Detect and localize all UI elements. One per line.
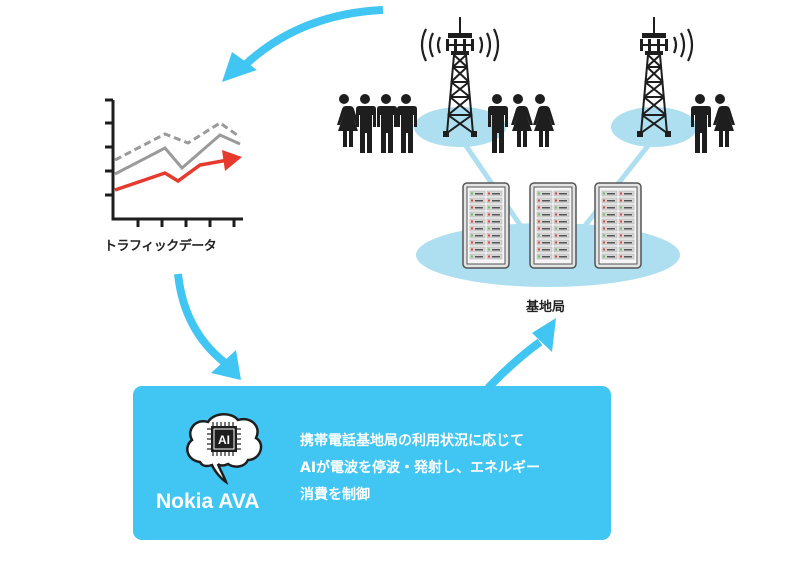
coverage-area xyxy=(414,107,506,147)
people-group xyxy=(691,94,735,153)
person-icon xyxy=(691,94,711,153)
nokia-ava-name: Nokia AVA xyxy=(156,490,260,513)
ava-description-line: 消費を制御 xyxy=(300,487,370,503)
flow-arrow-traffic-to-ava xyxy=(174,273,241,380)
ava-description-line: 携帯電話基地局の利用状況に応じて xyxy=(300,433,524,449)
people-group xyxy=(337,94,417,153)
base-station-label: 基地局 xyxy=(526,300,566,315)
person-icon xyxy=(377,94,397,153)
person-icon xyxy=(488,94,508,153)
trend-line-gray xyxy=(114,133,241,176)
traffic-data-label: トラフィックデータ xyxy=(104,239,217,254)
person-icon xyxy=(713,94,735,147)
person-icon xyxy=(511,94,533,147)
person-icon xyxy=(397,94,417,153)
ai-chip-text: AI xyxy=(218,433,230,447)
base-station xyxy=(337,16,735,287)
server-rack-icon xyxy=(529,182,577,269)
server-rack-icon xyxy=(594,182,642,269)
ava-description: 携帯電話基地局の利用状況に応じて AIが電波を停波・発射し、エネルギー 消費を制… xyxy=(300,428,600,509)
flow-arrow-ava-to-station xyxy=(485,318,556,391)
person-icon xyxy=(533,94,555,147)
arrow-icon xyxy=(222,52,257,82)
people-group xyxy=(488,94,555,153)
trend-line-dashed xyxy=(114,121,241,162)
coverage-area xyxy=(611,107,697,147)
arrow-icon xyxy=(532,318,556,352)
ai-brain-icon: AI xyxy=(186,413,263,486)
flow-arrow-station-to-traffic xyxy=(222,6,384,82)
server-rack-icon xyxy=(462,182,510,269)
trend-line-red xyxy=(114,158,229,192)
ava-description-line: AIが電波を停波・発射し、エネルギー xyxy=(300,460,541,476)
line-chart-icon xyxy=(105,98,243,227)
person-icon xyxy=(356,94,376,153)
arrow-icon xyxy=(211,350,241,380)
server-racks xyxy=(462,182,642,269)
trend-arrowhead xyxy=(222,150,242,171)
person-icon xyxy=(337,94,359,147)
